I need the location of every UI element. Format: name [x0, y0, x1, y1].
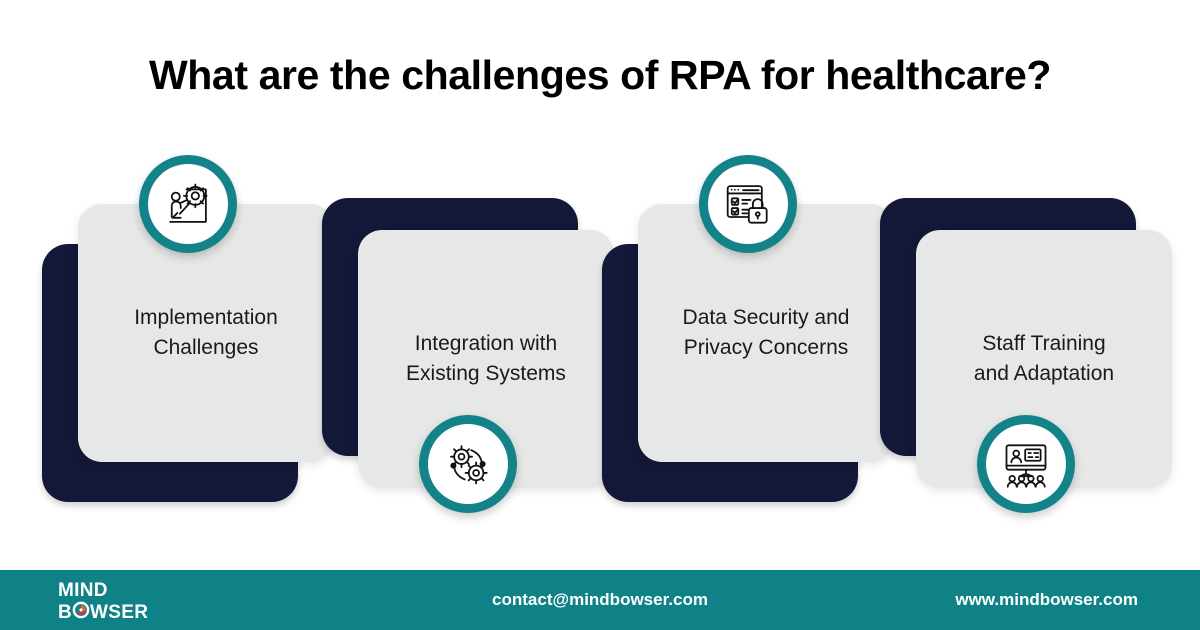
challenge-cards-container: Implementation Challenges Integration wi… — [42, 155, 1172, 513]
gears-network-icon — [419, 415, 517, 513]
logo-line-1: MIND — [58, 580, 108, 601]
footer-website[interactable]: www.mindbowser.com — [955, 590, 1138, 609]
card-label: Data Security and Privacy Concerns — [682, 306, 850, 359]
mindbowser-logo[interactable]: MIND B WSER — [58, 580, 198, 624]
footer-email[interactable]: contact@mindbowser.com — [492, 590, 708, 609]
logo-text-wser: WSER — [90, 601, 149, 623]
card-label: Staff Training and Adaptation — [973, 332, 1115, 385]
logo-text-b: B — [58, 601, 73, 623]
footer-bar: MIND B WSER contact@mindbowser.com www.mi… — [0, 570, 1200, 630]
checklist-lock-icon — [699, 155, 797, 253]
logo-line-2: B WSER — [58, 601, 198, 624]
logo-swirl-icon — [72, 601, 90, 624]
challenge-card-3[interactable]: Data Security and Privacy Concerns — [602, 155, 894, 502]
card-front: Integration with Existing Systems — [358, 230, 614, 488]
card-front: Implementation Challenges — [78, 204, 334, 462]
card-label: Implementation Challenges — [134, 306, 278, 359]
challenge-card-1[interactable]: Implementation Challenges — [42, 155, 334, 502]
challenge-card-2[interactable]: Integration with Existing Systems — [322, 198, 614, 513]
training-presentation-icon — [977, 415, 1075, 513]
person-with-gear-icon — [139, 155, 237, 253]
challenge-card-4[interactable]: Staff Training and Adaptation — [880, 198, 1172, 513]
page-title: What are the challenges of RPA for healt… — [148, 52, 1052, 98]
card-label: Integration with Existing Systems — [406, 332, 566, 385]
